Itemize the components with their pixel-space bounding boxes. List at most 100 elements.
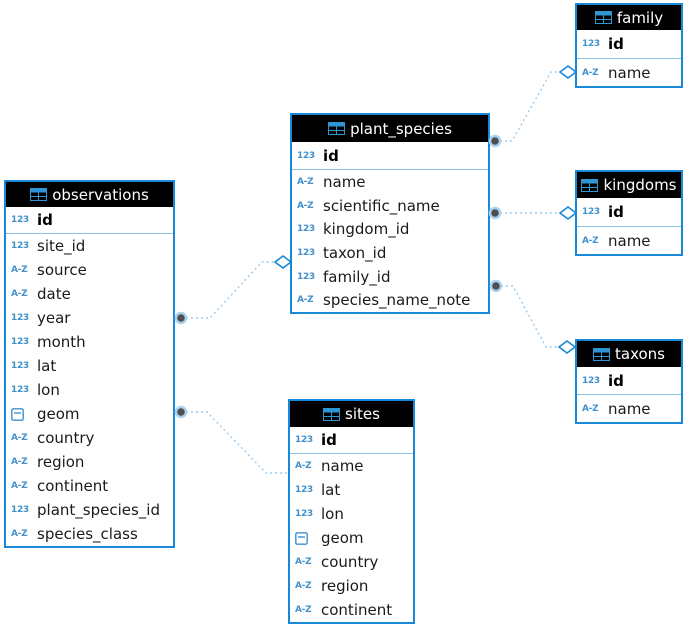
one-end-diamond-marker bbox=[558, 206, 578, 220]
numeric-type-icon: 123 bbox=[11, 313, 29, 323]
table-title: taxons bbox=[615, 345, 665, 363]
field-row-sites-id[interactable]: 123 id bbox=[290, 427, 413, 454]
numeric-type-icon: 123 bbox=[295, 485, 313, 495]
table-header-kingdoms[interactable]: kingdoms bbox=[577, 172, 681, 198]
field-label: name bbox=[608, 63, 651, 82]
table-grid-icon bbox=[594, 11, 612, 24]
text-type-icon: A-Z bbox=[582, 403, 599, 414]
field-row-observations-source[interactable]: A-Z source bbox=[6, 258, 173, 282]
field-label: id bbox=[608, 371, 624, 390]
table-header-taxons[interactable]: taxons bbox=[577, 341, 681, 367]
numeric-type-icon: 123 bbox=[582, 375, 600, 386]
field-label: id bbox=[321, 431, 337, 449]
field-label: country bbox=[321, 553, 379, 571]
connection-plant_species-to-family[interactable] bbox=[488, 65, 578, 148]
table-header-sites[interactable]: sites bbox=[290, 401, 413, 427]
field-label: year bbox=[37, 309, 71, 327]
field-label: geom bbox=[37, 405, 80, 423]
connection-plant_species-to-kingdoms[interactable] bbox=[488, 206, 578, 220]
relationship-line bbox=[181, 411, 288, 474]
field-label: id bbox=[608, 203, 624, 221]
numeric-type-icon: 123 bbox=[297, 247, 315, 258]
text-type-icon: A-Z bbox=[11, 481, 28, 491]
numeric-type-icon: 123 bbox=[297, 224, 315, 235]
field-label: lon bbox=[321, 505, 344, 523]
field-label: plant_species_id bbox=[37, 501, 160, 519]
connection-plant_species-to-taxons[interactable] bbox=[489, 279, 577, 354]
field-label: taxon_id bbox=[323, 243, 387, 262]
connection-observations-to-sites[interactable] bbox=[174, 405, 288, 474]
geometry-type-icon bbox=[295, 531, 321, 545]
field-row-plant_species-taxon_id[interactable]: 123 taxon_id bbox=[292, 241, 488, 265]
field-row-observations-year[interactable]: 123 year bbox=[6, 306, 173, 330]
numeric-type-icon: 123 bbox=[295, 435, 313, 445]
field-label: species_name_note bbox=[323, 291, 471, 310]
field-row-observations-site_id[interactable]: 123 site_id bbox=[6, 234, 173, 258]
field-label: geom bbox=[321, 529, 364, 547]
numeric-type-icon: 123 bbox=[11, 385, 29, 395]
field-row-sites-lat[interactable]: 123 lat bbox=[290, 478, 413, 502]
field-label: site_id bbox=[37, 237, 86, 255]
table-title: kingdoms bbox=[603, 176, 677, 194]
field-row-sites-geom[interactable]: geom bbox=[290, 526, 413, 550]
text-type-icon: A-Z bbox=[582, 235, 599, 246]
field-label: name bbox=[608, 399, 651, 418]
table-header-plant_species[interactable]: plant_species bbox=[292, 115, 488, 142]
field-label: continent bbox=[321, 601, 393, 619]
field-row-taxons-id[interactable]: 123 id bbox=[577, 367, 681, 395]
text-type-icon: A-Z bbox=[295, 605, 312, 615]
numeric-type-icon: 123 bbox=[11, 215, 29, 225]
table-header-family[interactable]: family bbox=[577, 5, 681, 30]
field-row-observations-geom[interactable]: geom bbox=[6, 402, 173, 426]
text-type-icon: A-Z bbox=[11, 529, 28, 539]
relationship-line bbox=[496, 285, 559, 348]
field-row-taxons-name[interactable]: A-Z name bbox=[577, 395, 681, 422]
field-label: id bbox=[37, 211, 53, 229]
field-row-kingdoms-name[interactable]: A-Z name bbox=[577, 227, 681, 254]
field-row-sites-continent[interactable]: A-Z continent bbox=[290, 598, 413, 622]
field-label: source bbox=[37, 261, 87, 279]
text-type-icon: A-Z bbox=[582, 67, 599, 78]
field-row-family-name[interactable]: A-Z name bbox=[577, 59, 681, 86]
field-row-observations-id[interactable]: 123 id bbox=[6, 207, 173, 234]
connection-observations-to-plant_species[interactable] bbox=[174, 255, 293, 325]
table-header-observations[interactable]: observations bbox=[6, 182, 173, 207]
text-type-icon: A-Z bbox=[295, 461, 312, 471]
many-end-dot-marker bbox=[489, 279, 503, 293]
numeric-type-icon: 123 bbox=[11, 361, 29, 371]
geometry-type-icon bbox=[11, 407, 37, 421]
text-type-icon: A-Z bbox=[11, 265, 28, 275]
field-label: date bbox=[37, 285, 71, 303]
field-label: name bbox=[608, 231, 651, 250]
numeric-type-icon: 123 bbox=[11, 241, 29, 251]
field-label: lat bbox=[321, 481, 341, 499]
